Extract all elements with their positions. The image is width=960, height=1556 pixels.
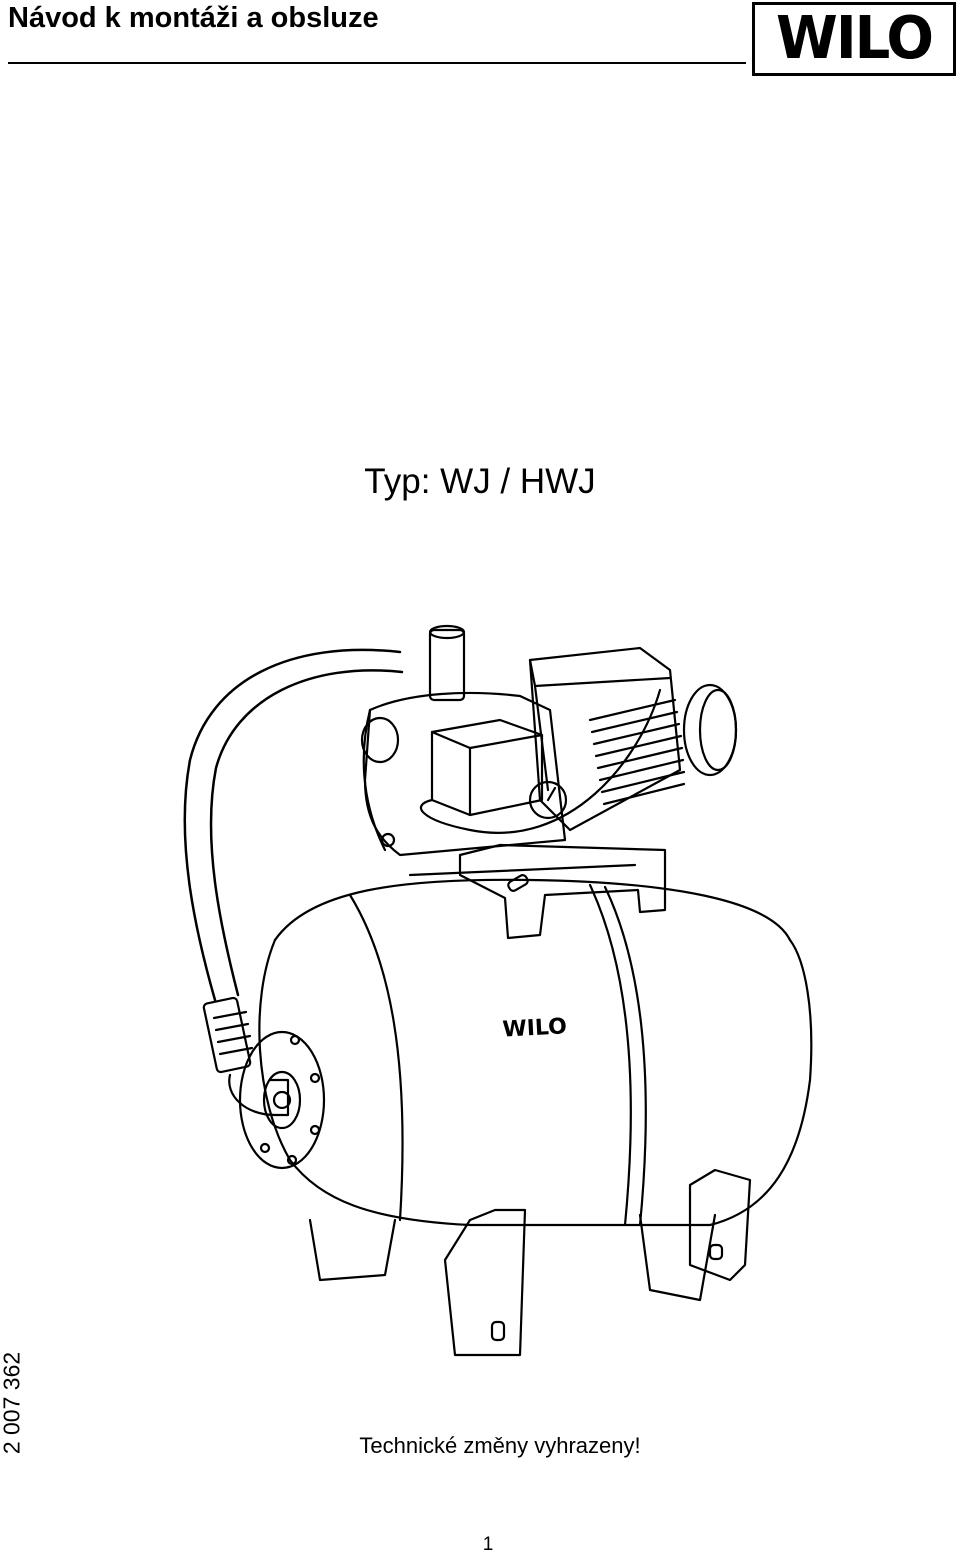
type-title: Typ: WJ / HWJ (364, 462, 596, 501)
pump-illustration: WILO (183, 624, 813, 1357)
motor (419, 646, 738, 834)
tank-feet (308, 1168, 752, 1357)
document-title: Návod k montáži a obsluze (8, 2, 379, 34)
header-rule (8, 62, 746, 64)
page-number: 1 (482, 1534, 494, 1555)
pressure-tank (238, 878, 813, 1227)
tank-logo-text: WILO (502, 1014, 568, 1042)
wilo-logo-text: WILO (776, 4, 934, 73)
wilo-logo: WILO (752, 2, 956, 76)
pump-bracket (408, 843, 667, 940)
disclaimer: Technické změny vyhrazeny! (359, 1433, 641, 1458)
hose (183, 648, 404, 1117)
